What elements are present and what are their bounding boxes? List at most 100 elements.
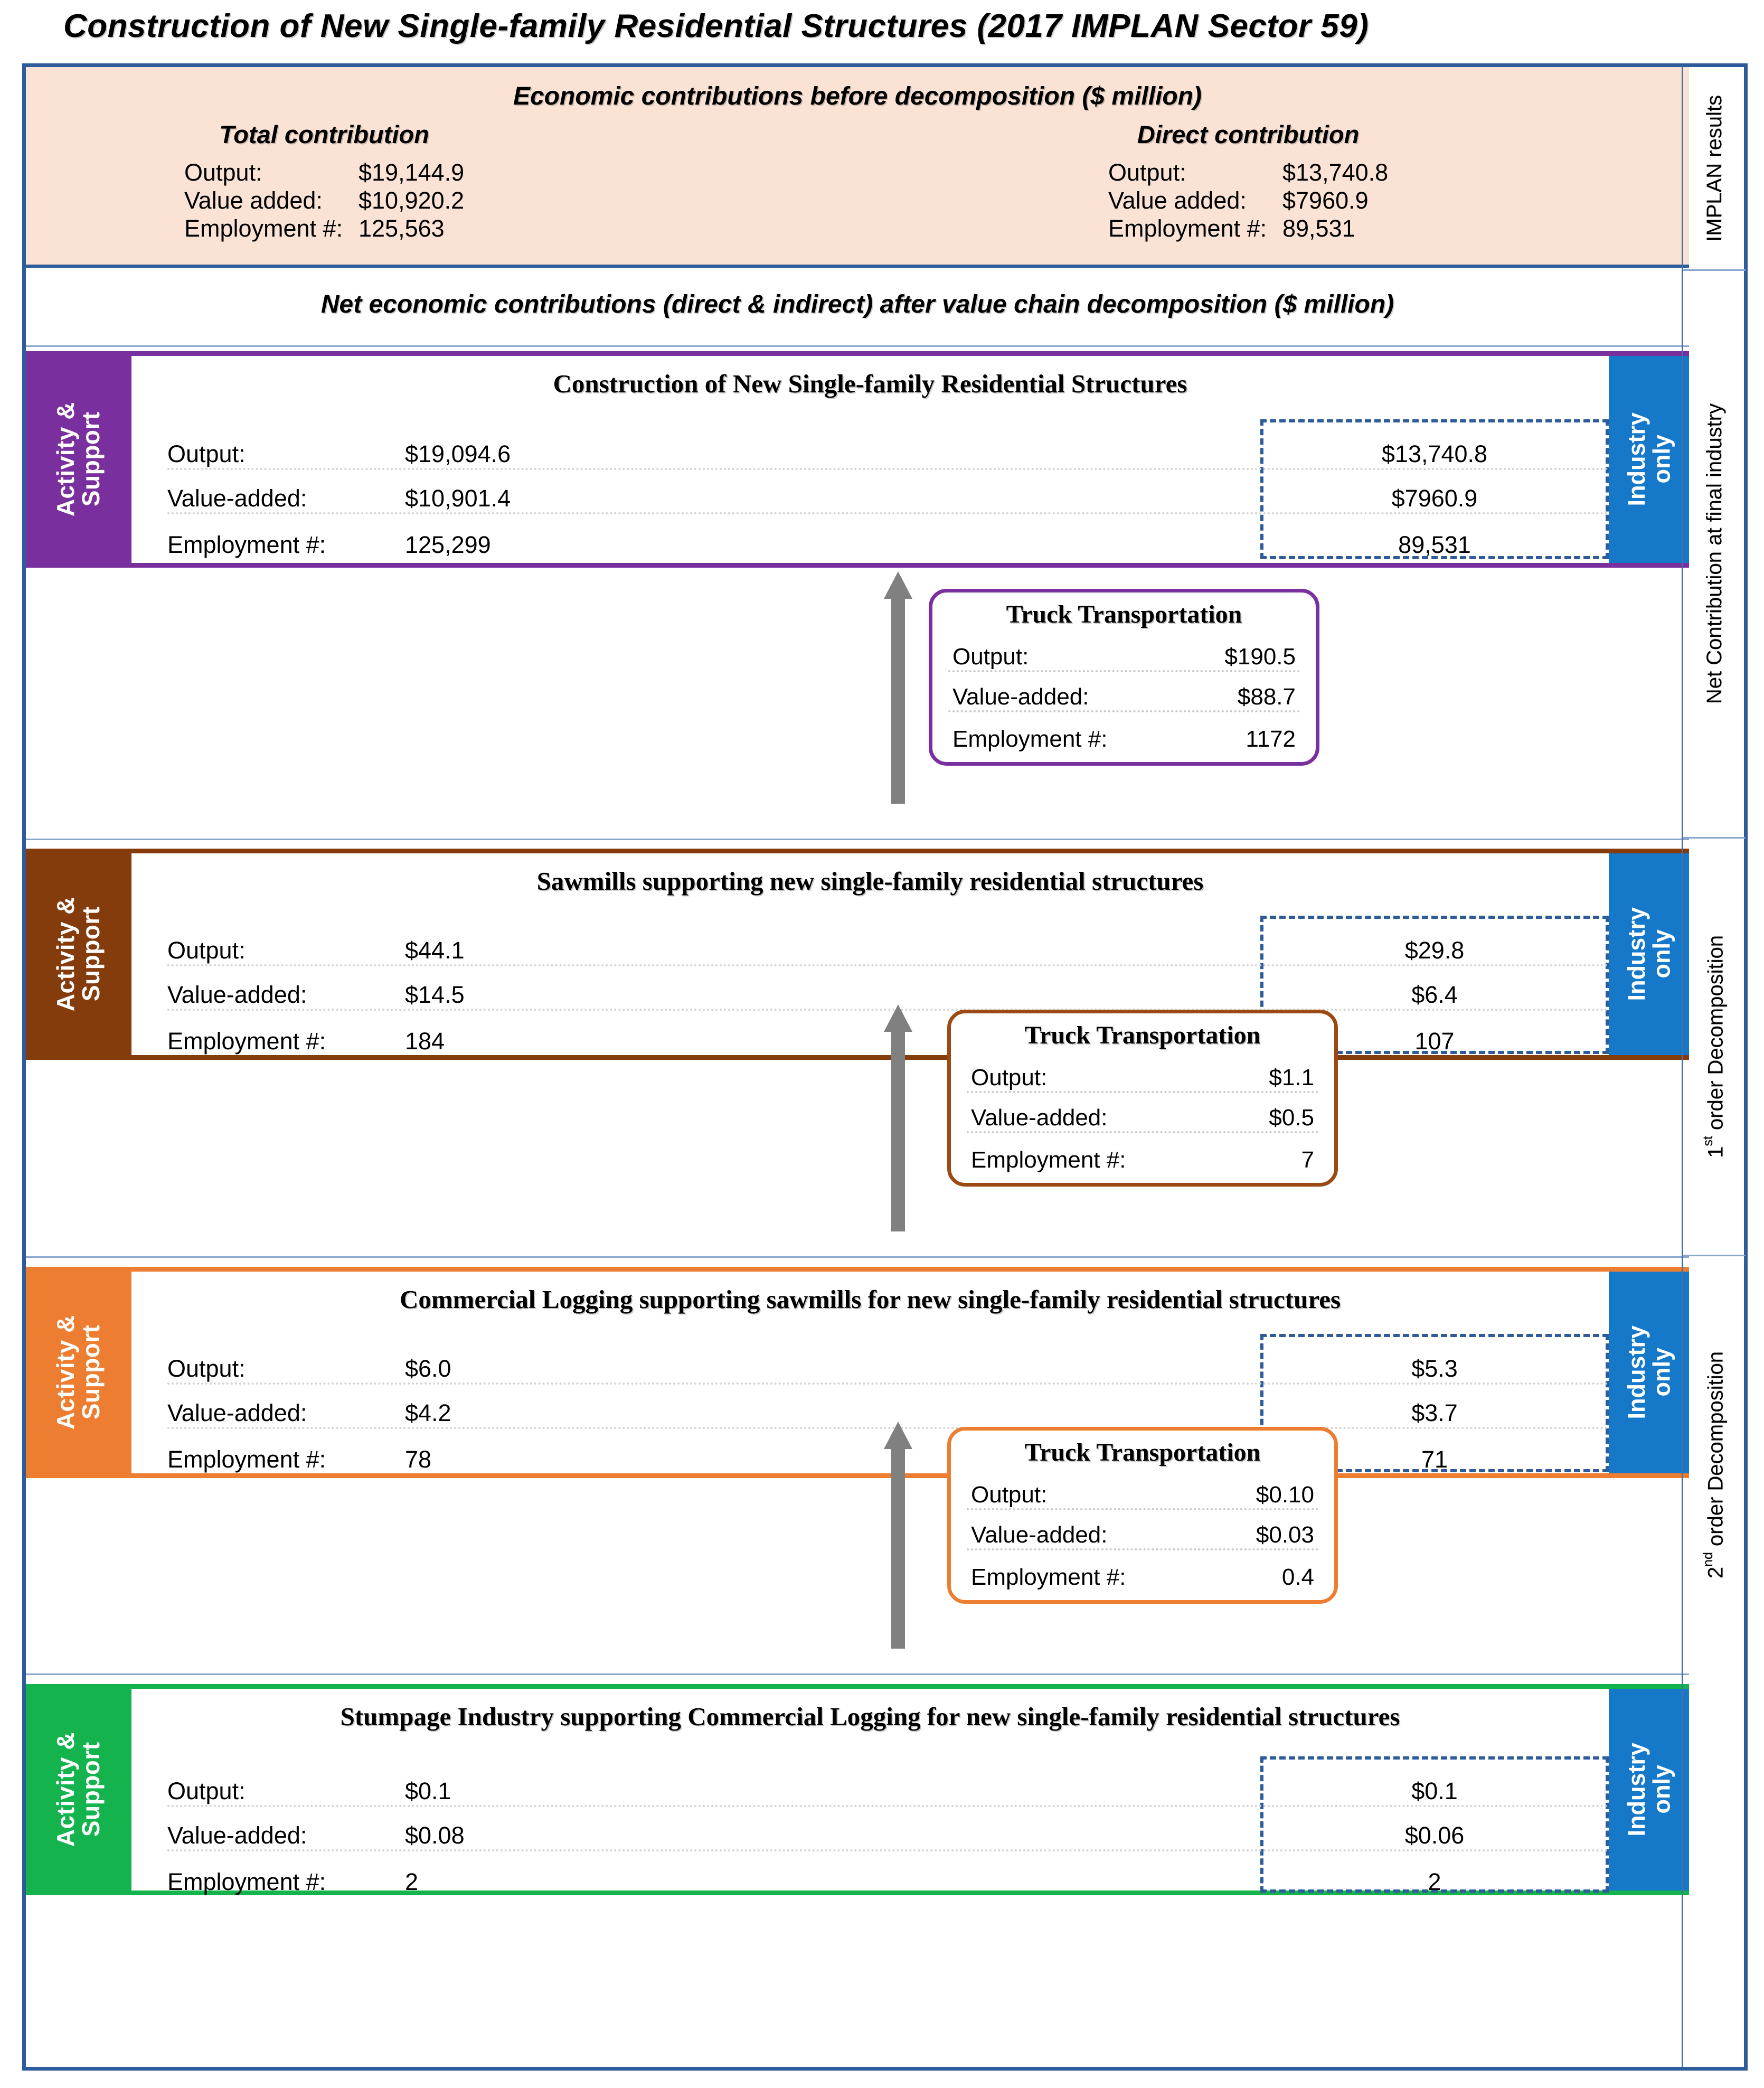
rail-cell-net-contribution: Net Contribution at final industry xyxy=(1683,271,1746,839)
table-row: Employment #: 184 107 xyxy=(167,1011,1609,1055)
row-label: Value-added: xyxy=(167,981,307,1008)
row-value: $0.08 xyxy=(405,1822,465,1849)
truck-box-title: Truck Transportation xyxy=(1024,1438,1261,1466)
truck-row-value: $1.1 xyxy=(1269,1065,1314,1090)
total-contribution-header: Total contribution xyxy=(219,120,429,148)
table-row: Employment #: 78 71 xyxy=(167,1429,1609,1473)
row-industry-value: $5.3 xyxy=(1411,1355,1458,1382)
arrow-head-icon xyxy=(884,1004,912,1032)
total-output-value: $19,144.9 xyxy=(359,159,465,186)
total-employment-row: Employment #: 125,563 xyxy=(184,214,464,242)
industry-only-dashbox-construction xyxy=(1260,419,1609,559)
truck-row-label: Value-added: xyxy=(952,684,1089,710)
row-industry-value: 2 xyxy=(1428,1868,1441,1895)
arrow-head-icon xyxy=(884,1422,912,1449)
rail-label-net-contribution: Net Contribution at final industry xyxy=(1702,403,1726,704)
tier-title-construction: Construction of New Single-family Reside… xyxy=(553,369,1187,398)
row-label: Value-added: xyxy=(167,1822,307,1849)
row-industry-value: $0.06 xyxy=(1404,1822,1465,1849)
row-value: $4.2 xyxy=(405,1399,451,1426)
direct-output-row: Output: $13,740.8 xyxy=(1108,158,1388,186)
direct-employment-value: 89,531 xyxy=(1282,215,1355,242)
truck-box-title: Truck Transportation xyxy=(1006,600,1242,628)
rail-cell-second-order: 2nd order Decomposition xyxy=(1683,1256,1746,1673)
row-value: $10,901.4 xyxy=(405,485,511,512)
tier-panel-sawmills: Sawmills supporting new single-family re… xyxy=(131,853,1609,1055)
truck-row-value: $0.03 xyxy=(1256,1522,1314,1548)
row-value: 78 xyxy=(405,1446,432,1473)
table-row: Output: $19,094.6 $13,740.8 xyxy=(167,426,1609,470)
table-row: Value-added: $0.08 $0.06 xyxy=(167,1807,1609,1851)
industry-only-tab-sawmills: Industry only xyxy=(1609,853,1689,1055)
truck-box-1: Truck Transportation Output: $190.5 Valu… xyxy=(929,589,1319,766)
row-industry-value: $29.8 xyxy=(1404,937,1465,964)
total-value-added-row: Value added: $10,920.2 xyxy=(184,186,464,214)
row-label: Output: xyxy=(167,1777,246,1804)
direct-employment-row: Employment #: 89,531 xyxy=(1108,214,1388,242)
industry-only-dashbox-sawmills xyxy=(1260,916,1609,1054)
total-output-label: Output: xyxy=(184,159,262,186)
truck-row-label: Employment #: xyxy=(971,1564,1126,1590)
industry-only-tab-stumpage: Industry only xyxy=(1609,1689,1689,1891)
row-value: $44.1 xyxy=(405,937,465,964)
direct-employment-label: Employment #: xyxy=(1108,215,1267,242)
row-industry-value: $6.4 xyxy=(1411,981,1458,1008)
row-value: $14.5 xyxy=(405,981,465,1008)
flow-arrow-1 xyxy=(884,571,912,804)
table-row: Output: $0.1 $0.1 xyxy=(167,1763,1609,1807)
industry-only-dashbox-stumpage xyxy=(1260,1756,1609,1893)
row-label: Output: xyxy=(167,1355,246,1382)
net-contribution-heading-strip: Net economic contributions (direct & ind… xyxy=(26,271,1689,347)
activity-support-tab-stumpage: Activity & Support xyxy=(26,1689,131,1891)
table-row: Employment #: 125,299 89,531 xyxy=(167,514,1609,559)
tier-title-sawmills: Sawmills supporting new single-family re… xyxy=(536,867,1204,896)
truck-row-label: Employment #: xyxy=(971,1147,1126,1173)
industry-only-tab-commercial-logging: Industry only xyxy=(1609,1272,1689,1473)
direct-contribution-block: Direct contribution Output: $13,740.8 Va… xyxy=(1108,120,1388,242)
arrow-head-icon xyxy=(884,571,912,599)
activity-support-label: Activity & Support xyxy=(52,1732,105,1847)
flow-arrow-2 xyxy=(884,1004,912,1231)
activity-support-tab-sawmills: Activity & Support xyxy=(26,853,131,1055)
row-label: Value-added: xyxy=(167,1399,307,1426)
implan-results-band: Economic contributions before decomposit… xyxy=(26,67,1689,268)
tier-panel-stumpage: Stumpage Industry supporting Commercial … xyxy=(131,1689,1609,1895)
tier-stumpage: Activity & Support Stumpage Industry sup… xyxy=(26,1684,1689,1895)
tier-commercial-logging: Activity & Support Commercial Logging su… xyxy=(26,1267,1689,1478)
row-value: $0.1 xyxy=(405,1777,451,1804)
row-label: Employment #: xyxy=(167,1028,326,1055)
activity-support-tab-construction: Activity & Support xyxy=(26,356,131,563)
direct-value-added-row: Value added: $7960.9 xyxy=(1108,186,1388,214)
truck-row-value: 0.4 xyxy=(1281,1564,1314,1590)
row-value: 184 xyxy=(405,1028,445,1055)
total-value-added-label: Value added: xyxy=(184,187,323,214)
truck-box-title: Truck Transportation xyxy=(1024,1021,1261,1049)
truck-row-label: Output: xyxy=(952,644,1029,670)
direct-output-value: $13,740.8 xyxy=(1282,159,1389,186)
row-label: Output: xyxy=(167,440,246,467)
row-value: 125,299 xyxy=(405,531,491,558)
industry-only-tab-construction: Industry only xyxy=(1609,356,1689,563)
row-label: Employment #: xyxy=(167,1446,326,1473)
truck-row: Output: $0.10 xyxy=(967,1470,1318,1510)
truck-row: Employment #: 7 xyxy=(967,1133,1318,1173)
truck-row: Output: $190.5 xyxy=(948,632,1300,672)
rail-cell-implan: IMPLAN results xyxy=(1683,67,1746,271)
row-label: Value-added: xyxy=(167,485,307,512)
tier-rows-construction: Output: $19,094.6 $13,740.8 Value-added:… xyxy=(167,426,1609,559)
rail-label-first-order: 1st order Decomposition xyxy=(1701,935,1728,1158)
tier-panel-construction: Construction of New Single-family Reside… xyxy=(131,356,1609,563)
total-employment-label: Employment #: xyxy=(184,215,343,242)
row-industry-value: 71 xyxy=(1421,1446,1448,1473)
truck-row: Value-added: $0.5 xyxy=(967,1093,1318,1133)
band-separator-3 xyxy=(26,1673,1689,1675)
row-label: Employment #: xyxy=(167,531,326,558)
activity-support-label: Activity & Support xyxy=(52,897,105,1012)
arrow-shaft xyxy=(891,595,905,804)
arrow-shaft xyxy=(891,1028,905,1231)
truck-row-value: $0.5 xyxy=(1269,1105,1314,1131)
truck-row: Value-added: $0.03 xyxy=(967,1510,1318,1550)
row-value: 2 xyxy=(405,1868,419,1895)
direct-contribution-header: Direct contribution xyxy=(1137,120,1360,148)
tier-construction: Activity & Support Construction of New S… xyxy=(26,351,1689,568)
